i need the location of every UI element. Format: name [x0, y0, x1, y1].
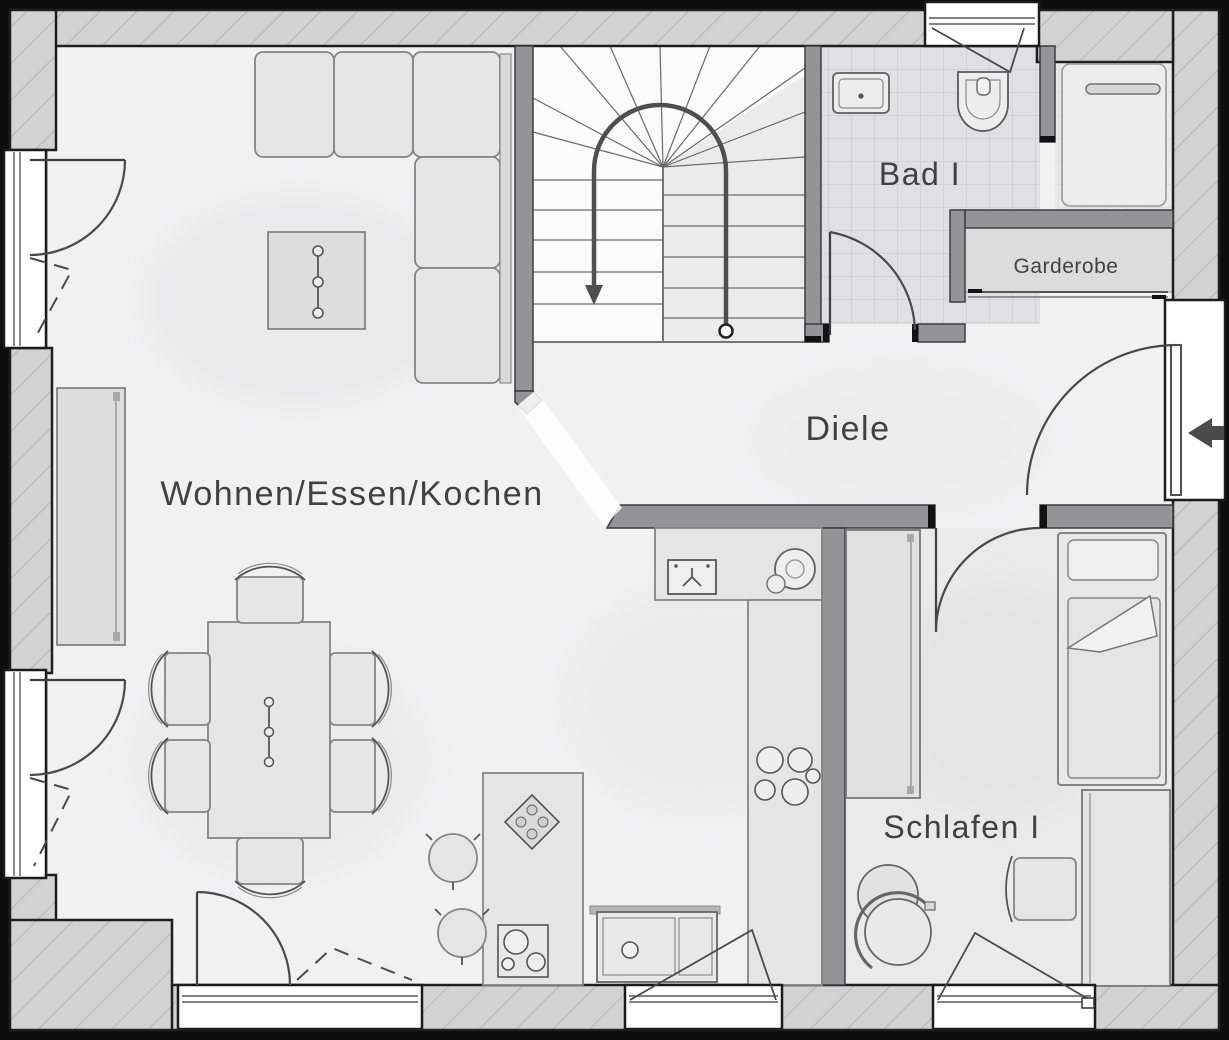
kitchen-round-bowl [766, 548, 816, 594]
kitchen [425, 527, 823, 986]
room-label-bad: Bad I [879, 156, 961, 192]
diagonal-opening [517, 390, 622, 526]
island-cooktop [497, 924, 549, 978]
bathroom-sink [832, 72, 890, 114]
bedroom-north-wall [1039, 504, 1174, 529]
garderobe-west-wall [949, 209, 966, 303]
bedroom [845, 529, 1171, 987]
desk [1081, 789, 1171, 987]
stair-handrail [591, 102, 729, 325]
wardrobe-closet-floor [964, 227, 1174, 293]
bedroom-door-jamb-left [928, 505, 935, 528]
toilet [957, 71, 1009, 132]
shower-wall-cap [1040, 136, 1055, 142]
bath-door-jamb-left [823, 324, 829, 342]
stair-down-arrow [585, 285, 603, 305]
garderobe-north-wall [964, 209, 1174, 229]
window-north-bath [923, 0, 1041, 74]
kitchen-island [482, 772, 584, 986]
chair-west-1 [148, 650, 211, 728]
entrance-door-leaf [1170, 344, 1182, 496]
pillow [1067, 539, 1159, 581]
window-west-2 [2, 668, 127, 880]
stair-newel-post [718, 323, 734, 339]
room-labels: Wohnen/Essen/Kochen Diele Bad I Garderob… [160, 156, 1118, 845]
shower [1061, 63, 1167, 207]
sofa-backrest [499, 53, 512, 384]
bedroom-door [934, 526, 1041, 633]
room-label-schlafen: Schlafen I [883, 809, 1040, 845]
wardrobe [845, 529, 921, 799]
wall-west-pier [8, 346, 54, 675]
stair-wall-cap [805, 336, 821, 342]
stair-right-flight [663, 75, 805, 342]
round-armchair [853, 864, 936, 970]
room-label-wohnen: Wohnen/Essen/Kochen [160, 475, 543, 513]
bath-south-wall-b [917, 323, 966, 343]
window-south-bedroom [931, 931, 1097, 1031]
dining-table [207, 621, 331, 839]
terrace-door-south [176, 890, 424, 1031]
stair-straight-treads [533, 179, 805, 319]
sideboard [56, 387, 126, 646]
stairwell-west-wall [514, 45, 534, 392]
entrance-arrow-icon [1188, 418, 1224, 448]
dining-chairs [148, 562, 392, 899]
bathroom-door [828, 230, 917, 335]
shower-glass-door [1085, 83, 1161, 95]
wall-corner-ne [1035, 8, 1175, 64]
kitchen-sink [667, 559, 717, 595]
kitchen-bedroom-wall [821, 527, 846, 986]
bar-stool-2 [434, 908, 490, 965]
chair-south [234, 837, 306, 899]
wall-east [1171, 8, 1221, 1032]
window-south-kitchen [623, 928, 784, 1031]
stair-winder-treads [532, 45, 806, 168]
interior-walls [514, 45, 1174, 986]
living-room [56, 51, 512, 899]
island-decor-diamond [503, 793, 561, 851]
bar-stool-1 [425, 833, 481, 890]
shower-divider-wall [1039, 45, 1056, 143]
kitchen-north-wall [605, 504, 936, 529]
bed [1057, 532, 1167, 786]
entrance-door [1025, 298, 1227, 502]
bath-door-jamb-right [912, 324, 918, 342]
bathroom [832, 63, 1167, 207]
chair-north [234, 562, 306, 624]
chair-east-2 [329, 737, 392, 815]
bedroom-door-jamb-right [1040, 505, 1047, 528]
room-label-garderobe: Garderobe [1014, 255, 1119, 278]
blanket-fold [1065, 594, 1158, 653]
chair-east-1 [329, 650, 392, 728]
stairwell-east-wall [804, 45, 822, 343]
desk-chair [1005, 855, 1077, 923]
garderobe-closet [968, 289, 1168, 299]
window-west-1 [2, 148, 127, 350]
bar-stools [425, 833, 490, 965]
wall-corner-sw-block [8, 918, 174, 1032]
corner-sofa [254, 51, 512, 384]
coffee-table [267, 231, 366, 330]
chair-west-2 [148, 737, 211, 815]
room-label-diele: Diele [806, 410, 891, 448]
kitchen-base-cabinet [589, 905, 721, 983]
cooktop-east [754, 746, 821, 806]
wall-corner-nw [8, 8, 58, 152]
staircase [532, 45, 806, 343]
